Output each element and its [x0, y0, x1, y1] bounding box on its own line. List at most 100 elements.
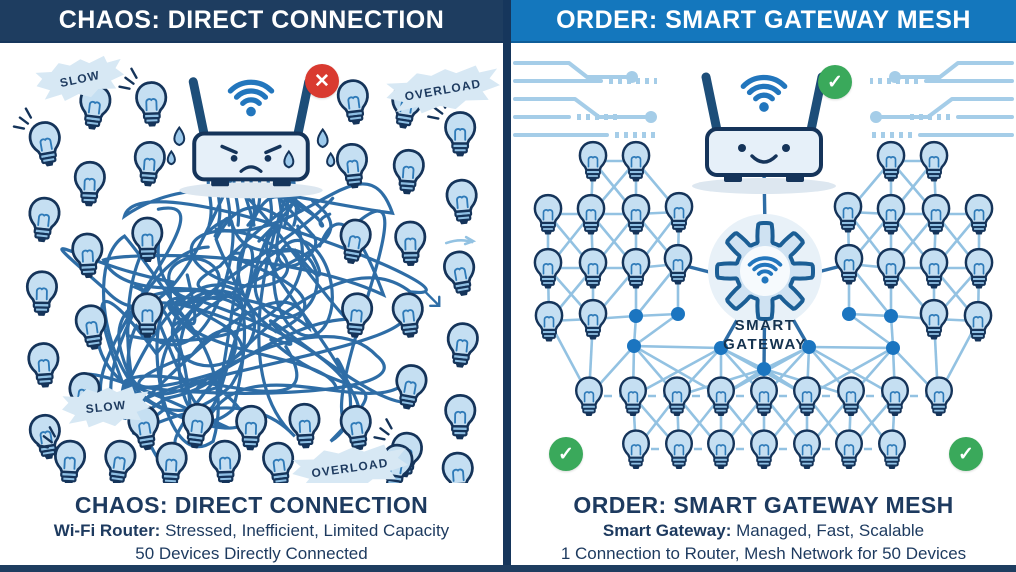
success-check-icon-bottom-right: ✓: [949, 437, 983, 471]
light-bulb: [919, 298, 949, 340]
light-bulb: [621, 193, 651, 235]
chaos-caption-line1-label: Wi-Fi Router:: [53, 521, 161, 540]
light-bulb: [135, 81, 168, 127]
light-bulb: [964, 193, 994, 235]
light-bulb: [876, 140, 906, 182]
chaos-header: CHAOS: DIRECT CONNECTION: [0, 0, 503, 43]
light-bulb: [578, 298, 608, 340]
light-bulb: [876, 247, 906, 289]
circuit-decoration: [868, 61, 1014, 138]
light-bulb: [574, 376, 604, 416]
chaos-figure: SLOW OVERLOAD SLOW OVERLOAD ✕: [0, 43, 503, 483]
smart-gateway-gear: [708, 214, 822, 328]
light-bulb: [833, 191, 863, 233]
panel-divider: [503, 0, 511, 572]
light-bulb: [792, 376, 822, 416]
light-bulb: [876, 193, 906, 235]
chaos-caption-title: CHAOS: DIRECT CONNECTION: [74, 492, 429, 518]
light-bulb: [339, 404, 372, 451]
light-bulb: [25, 270, 58, 316]
light-bulb: [921, 193, 951, 235]
light-bulb: [963, 300, 993, 342]
light-bulb: [919, 247, 949, 289]
light-bulb: [73, 160, 106, 207]
light-bulb: [131, 216, 164, 263]
light-bulb: [834, 243, 864, 285]
chaos-caption-line2: 50 Devices Directly Connected: [135, 544, 368, 564]
light-bulb: [880, 376, 910, 416]
light-bulb: [578, 247, 608, 289]
light-bulb: [28, 121, 61, 167]
light-bulb: [104, 439, 137, 483]
light-bulb: [533, 247, 563, 289]
light-bulb: [706, 376, 736, 416]
light-bulb: [836, 376, 866, 416]
light-bulb: [618, 376, 648, 416]
light-bulb: [446, 322, 479, 368]
light-bulb: [445, 178, 478, 225]
order-header: ORDER: SMART GATEWAY MESH: [511, 0, 1016, 43]
light-bulb: [394, 220, 427, 267]
success-check-icon-bottom-left: ✓: [549, 437, 583, 471]
light-bulb: [444, 111, 477, 157]
light-bulb: [663, 243, 693, 285]
error-x-icon: ✕: [305, 64, 339, 98]
light-bulb: [749, 376, 779, 416]
smart-gateway-label-line2: GATEWAY: [723, 335, 807, 353]
order-caption-title: ORDER: SMART GATEWAY MESH: [573, 492, 954, 518]
light-bulb: [288, 402, 321, 449]
chaos-caption: CHAOS: DIRECT CONNECTION Wi-Fi Router: S…: [0, 483, 503, 566]
light-bulb: [235, 404, 268, 451]
light-bulb: [964, 247, 994, 289]
light-bulb: [133, 140, 166, 187]
light-bulb: [792, 429, 822, 469]
light-bulb: [706, 429, 736, 469]
order-caption-line1: Smart Gateway: Managed, Fast, Scalable: [511, 520, 1016, 542]
light-bulb: [339, 218, 372, 265]
light-bulb: [664, 429, 694, 469]
order-figure: SMART GATEWAY ✓ ✓ ✓: [511, 43, 1016, 483]
light-bulb: [335, 143, 369, 189]
light-bulb: [749, 429, 779, 469]
light-bulb: [621, 429, 651, 469]
chaos-caption-line1-text: Stressed, Inefficient, Limited Capacity: [160, 521, 450, 540]
light-bulb: [533, 193, 563, 235]
happy-wifi-router: [692, 72, 836, 194]
light-bulb: [578, 140, 608, 182]
light-bulb: [621, 140, 651, 182]
bottom-border: [0, 565, 1016, 572]
light-bulb: [877, 429, 907, 469]
light-bulb: [443, 250, 476, 297]
order-caption-line1-text: Managed, Fast, Scalable: [731, 521, 925, 540]
light-bulb: [74, 304, 107, 350]
order-caption-line2: 1 Connection to Router, Mesh Network for…: [560, 544, 967, 564]
success-check-icon-top: ✓: [818, 65, 852, 99]
smart-gateway-label-line1: SMART: [734, 317, 796, 334]
light-bulb: [576, 193, 606, 235]
light-bulb: [341, 292, 374, 338]
mesh-illustration: [513, 61, 1014, 469]
light-bulb: [155, 441, 188, 483]
light-bulb: [208, 439, 241, 483]
light-bulb: [28, 196, 61, 243]
mesh-nodes: [533, 140, 994, 469]
order-panel: ORDER: SMART GATEWAY MESH SMART GATEWAY …: [511, 0, 1016, 566]
light-bulb: [924, 376, 954, 416]
chaos-caption-line1: Wi-Fi Router: Stressed, Inefficient, Lim…: [0, 520, 503, 542]
order-caption-line1-label: Smart Gateway:: [602, 521, 732, 540]
light-bulb: [71, 232, 104, 279]
light-bulb: [919, 140, 949, 182]
light-bulb: [395, 364, 428, 410]
light-bulb: [181, 402, 214, 449]
circuit-decoration: [513, 61, 659, 138]
stressed-wifi-router: [166, 77, 336, 199]
light-bulb: [336, 79, 369, 125]
light-bulb: [534, 300, 564, 342]
light-bulb: [392, 148, 425, 195]
light-bulb: [27, 342, 60, 388]
light-bulb: [131, 292, 164, 338]
chaos-panel: CHAOS: DIRECT CONNECTION SLOW OVERLOAD S…: [0, 0, 503, 566]
light-bulb: [441, 451, 474, 483]
light-bulb: [391, 292, 424, 338]
